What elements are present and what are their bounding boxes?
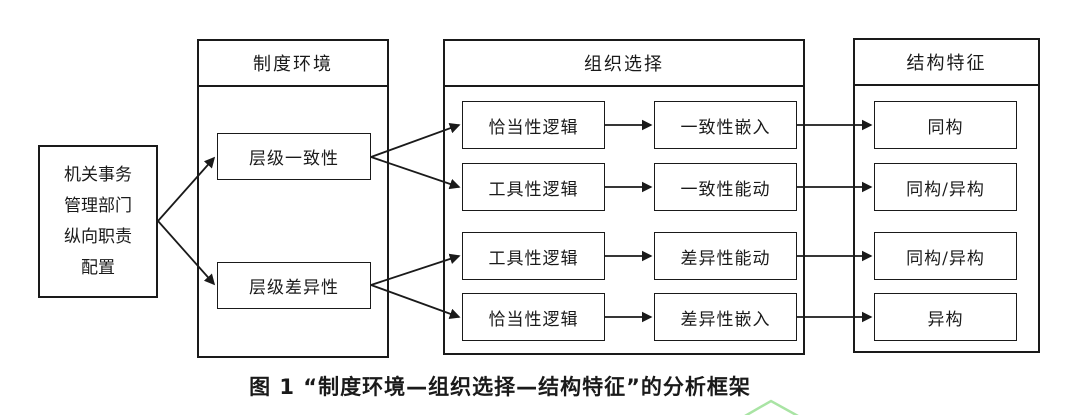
organization-panel: 组织选择 恰当性逻辑 一致性嵌入 工具性逻辑 一致性能动 工具性逻辑 差异性能动…	[443, 39, 805, 355]
structure-panel-header: 结构特征	[855, 40, 1038, 86]
institution-node-hierarchical-difference: 层级差异性	[217, 262, 371, 309]
institution-panel-header: 制度环境	[199, 41, 387, 87]
source-box-line: 机关事务	[64, 164, 132, 185]
watermark-chevron	[744, 399, 799, 415]
structure-node-row2: 同构/异构	[874, 163, 1017, 211]
structure-panel: 结构特征 同构 同构/异构 同构/异构 异构	[853, 38, 1040, 353]
organization-action-node-row2: 一致性能动	[654, 163, 797, 211]
institution-panel: 制度环境 层级一致性 层级差异性	[197, 39, 389, 358]
organization-logic-node-row1: 恰当性逻辑	[462, 101, 605, 149]
structure-node-row1: 同构	[874, 101, 1017, 149]
organization-action-node-row3: 差异性能动	[654, 232, 797, 280]
source-box-line: 纵向职责	[64, 226, 132, 247]
organization-panel-header: 组织选择	[445, 41, 803, 87]
structure-node-row4: 异构	[874, 293, 1017, 341]
institution-node-hierarchical-consistency: 层级一致性	[217, 133, 371, 180]
arrow-source-to-consistency	[157, 156, 216, 222]
source-box: 机关事务 管理部门 纵向职责 配置	[38, 145, 158, 298]
figure-caption: 图 1 “制度环境—组织选择—结构特征”的分析框架	[249, 375, 751, 399]
organization-action-node-row1: 一致性嵌入	[654, 101, 797, 149]
structure-node-row3: 同构/异构	[874, 232, 1017, 280]
source-box-line: 管理部门	[64, 195, 132, 216]
source-box-line: 配置	[81, 257, 115, 278]
organization-action-node-row4: 差异性嵌入	[654, 293, 797, 341]
organization-logic-node-row2: 工具性逻辑	[462, 163, 605, 211]
organization-logic-node-row3: 工具性逻辑	[462, 232, 605, 280]
arrow-source-to-difference	[157, 220, 216, 286]
organization-logic-node-row4: 恰当性逻辑	[462, 293, 605, 341]
